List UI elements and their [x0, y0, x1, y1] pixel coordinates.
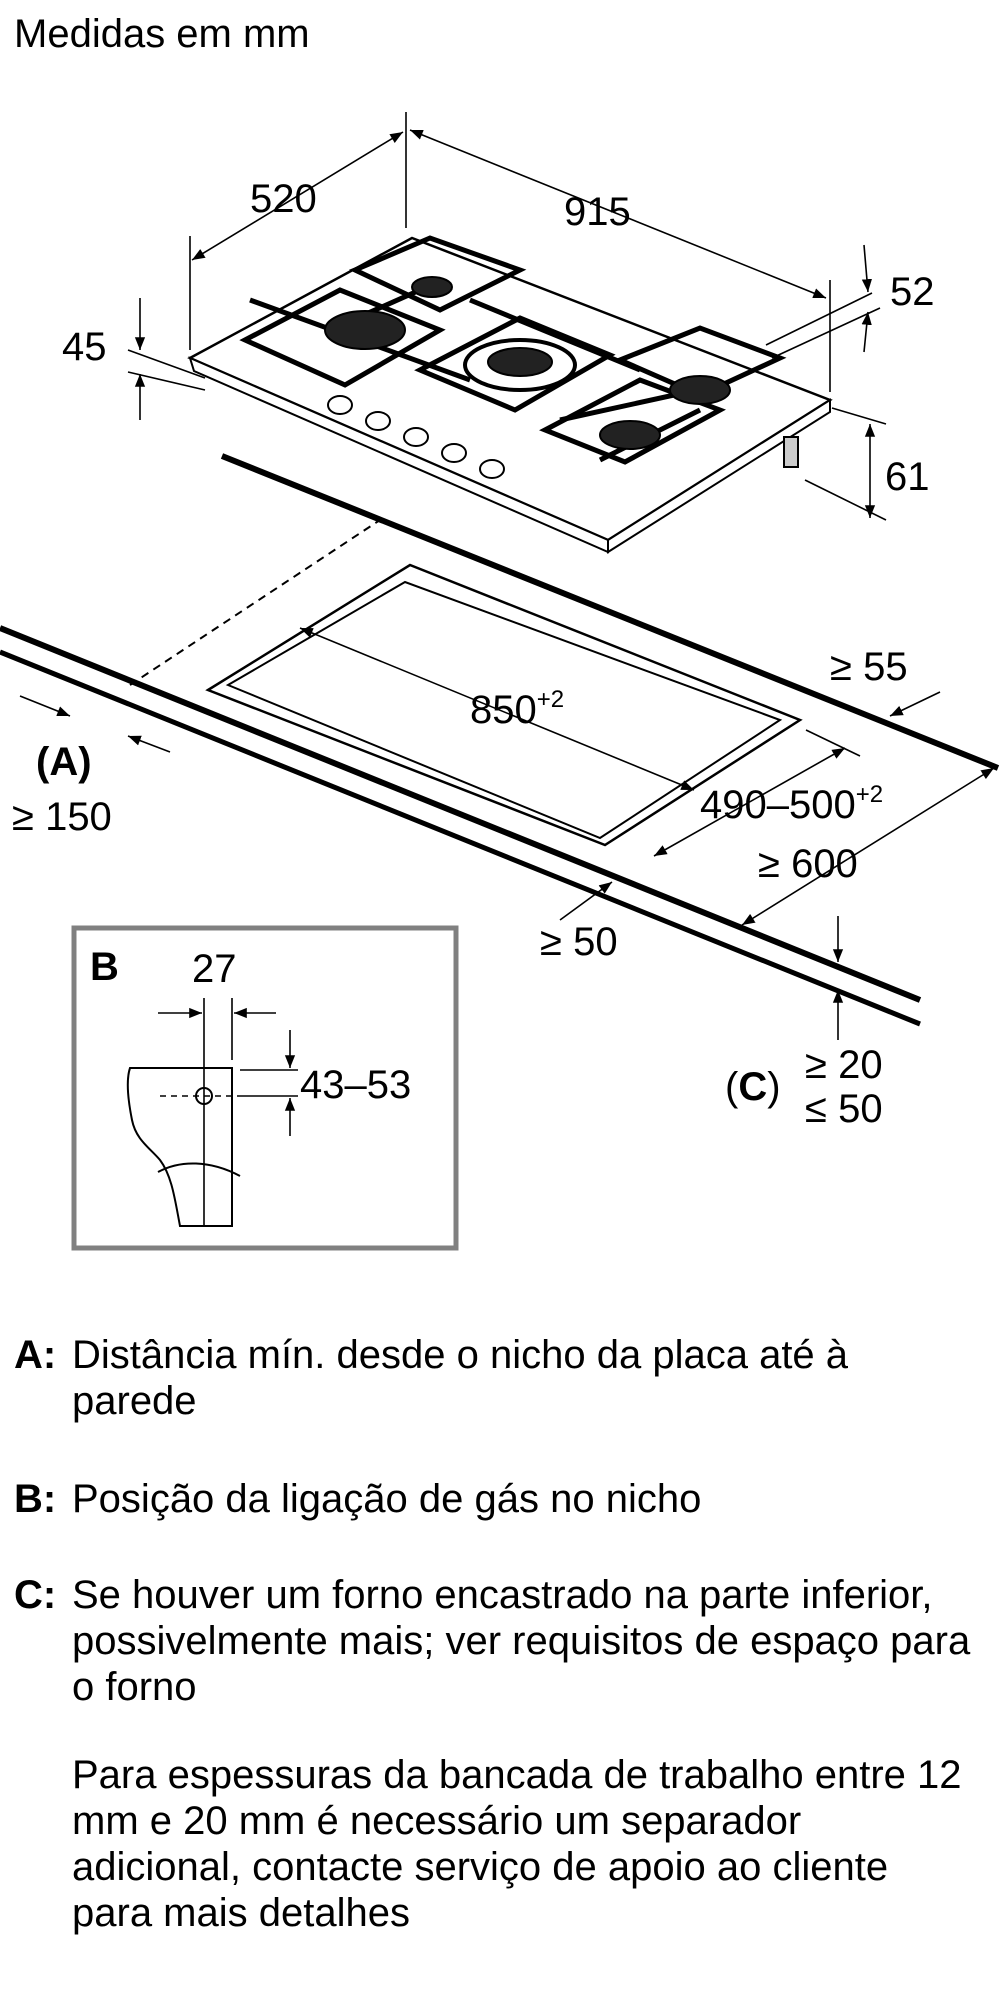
legend-item-c: C: Se houver um forno encastrado na part…: [14, 1572, 974, 1710]
dim-height: 61: [885, 455, 930, 499]
burner-front-left: [324, 310, 406, 350]
gas-hob: [187, 235, 833, 554]
page-title: Medidas em mm: [14, 12, 310, 56]
burner-rear-right: [669, 375, 731, 405]
label-c: (C): [725, 1065, 781, 1109]
dim-cutout-depth-value: 490–500: [700, 783, 856, 827]
dim-cutout-depth-tol: +2: [856, 781, 883, 808]
burner-wok-center: [487, 347, 553, 377]
dim-rear-offset: 52: [890, 270, 935, 314]
dim-width: 915: [564, 190, 631, 234]
dim-min-front: ≥ 50: [540, 920, 618, 964]
inset-b-offset-v: 43–53: [300, 1063, 411, 1107]
dim-counter-max: ≤ 50: [805, 1087, 883, 1131]
burner-rear-left: [411, 276, 453, 298]
dim-min-back-wall: ≥ 150: [12, 795, 112, 839]
gas-inlet-icon: [195, 1087, 213, 1105]
label-a: (A): [36, 740, 92, 784]
dim-depth: 520: [250, 177, 317, 221]
note-text: Para espessuras da bancada de trabalho e…: [72, 1753, 962, 1935]
pan-supports: [239, 235, 787, 465]
knob: [441, 443, 467, 463]
legend-key: A:: [14, 1333, 57, 1377]
dim-cutout-width-tol: +2: [537, 686, 564, 713]
dim-counter-min: ≥ 20: [805, 1043, 883, 1087]
countertop: [0, 453, 1000, 1027]
hob-side-edge: [607, 398, 831, 554]
dim-min-right: ≥ 55: [830, 645, 908, 689]
countertop-section-icon: [126, 1067, 233, 1227]
control-knobs: [327, 395, 505, 479]
legend-text: Posição da ligação de gás no nicho: [72, 1477, 702, 1521]
legend-item-a: A: Distância mín. desde o nicho da placa…: [14, 1332, 974, 1424]
knob: [479, 459, 505, 479]
cutout-outer: [205, 563, 803, 847]
inset-b-label: B: [90, 945, 119, 989]
inset-b-frame: [71, 925, 459, 1251]
legend-key: B:: [14, 1477, 57, 1521]
knob: [365, 411, 391, 431]
label-c-open: (: [725, 1065, 739, 1109]
legend-key: C:: [14, 1573, 57, 1617]
legend-text: Se houver um forno encastrado na parte i…: [72, 1573, 971, 1709]
inset-b-offset-h: 27: [192, 947, 237, 991]
installation-diagram: Medidas em mm: [0, 12, 1000, 1251]
dim-cutout-depth: 490–500+2: [700, 781, 883, 827]
dim-min-depth-counter: ≥ 600: [758, 842, 858, 886]
label-c-letter: C: [738, 1065, 767, 1109]
inset-b: B 27 43–53: [71, 925, 459, 1251]
label-c-close: ): [767, 1065, 780, 1109]
dim-side-offset: 45: [62, 325, 107, 369]
dim-cutout-width-value: 850: [470, 688, 537, 732]
dim-cutout-width: 850+2: [470, 686, 564, 732]
legend-item-b: B: Posição da ligação de gás no nicho: [14, 1476, 974, 1522]
gas-connector-icon: [783, 436, 799, 468]
knob: [403, 427, 429, 447]
legend-text: Distância mín. desde o nicho da placa at…: [72, 1333, 849, 1423]
burner-front-right: [599, 420, 661, 450]
knob: [327, 395, 353, 415]
